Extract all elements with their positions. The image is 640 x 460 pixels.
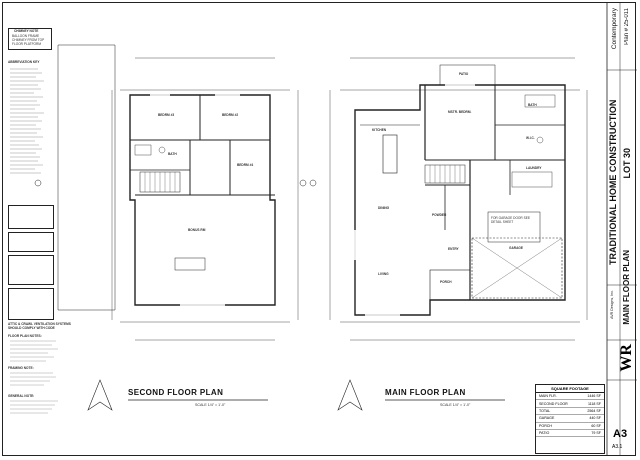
note-box-2 [8, 232, 54, 252]
sheet-title: MAIN FLOOR PLAN [622, 250, 631, 325]
square-footage-label: SECOND FLOOR [539, 401, 568, 406]
plan-number: Plan # 25-011 [624, 8, 630, 45]
room-bedroom-2: BEDRM #2 [222, 113, 239, 117]
chimney-note-box [8, 28, 52, 50]
square-footage-row: MAIN FLR. 1446 SF [536, 393, 604, 401]
north-arrow-left [87, 379, 113, 411]
second-floor-scale: SCALE 1/4" = 1'-0" [195, 403, 226, 407]
room-master-bath: BATH [528, 103, 537, 107]
second-floor-plan [34, 44, 317, 341]
note-box-4 [8, 288, 54, 320]
room-master-bedroom: MSTR. BEDRM. [448, 110, 472, 114]
square-footage-value: 79 SF [591, 431, 601, 436]
sheet-border [2, 2, 636, 456]
square-footage-row: GARAGE 440 SF [536, 415, 604, 423]
square-footage-row: TOTAL 2564 SF [536, 408, 604, 416]
framing-note-header: FRAMING NOTE: [8, 366, 34, 370]
square-footage-value: 440 SF [589, 416, 601, 421]
square-footage-row: SECOND FLOOR 1118 SF [536, 400, 604, 408]
room-bedroom-4: BEDRM #4 [237, 163, 254, 167]
firm-logo: WR [618, 344, 635, 372]
north-arrow-right [337, 379, 363, 411]
square-footage-row: PATIO 79 SF [536, 430, 604, 438]
room-wic: W.I.C. [526, 136, 535, 140]
room-patio: PATIO [459, 72, 469, 76]
garage-note: FOR GARAGE DOOR SEE DETAIL SHEET [491, 216, 530, 224]
room-laundry: LAUNDRY [526, 166, 542, 170]
room-dining: DINING [378, 206, 390, 210]
room-living: LIVING [378, 272, 389, 276]
chimney-note-header: CHIMNEY NOTE [14, 29, 39, 33]
square-footage-rows: MAIN FLR. 1446 SF SECOND FLOOR 1118 SF TOTAL… [536, 393, 604, 438]
room-bath: BATH [168, 152, 177, 156]
floor-plan-notes-header: FLOOR PLAN NOTES: [8, 334, 42, 338]
square-footage-value: 2564 SF [587, 408, 601, 413]
general-note-header: GENERAL NOTE: [8, 394, 35, 398]
lot-number: LOT 30 [622, 148, 632, 179]
square-footage-value: 1446 SF [587, 394, 601, 399]
abbrev-header: ABBREVIATION KEY [8, 60, 40, 64]
style-label: Contemporary [611, 8, 618, 50]
note-box-1 [8, 205, 54, 229]
room-kitchen: KITCHEN [372, 128, 387, 132]
room-bedroom-3: BEDRM #3 [158, 113, 175, 117]
sheet-number: A3 [613, 428, 628, 440]
square-footage-value: 1118 SF [587, 401, 601, 406]
chimney-note-text: BALLOON FRAME CHIMNEY FROM TOP FLOOR PLA… [12, 34, 45, 46]
square-footage-row: PORCH 60 SF [536, 423, 604, 430]
sheet-number-small: A3.1 [612, 444, 623, 450]
main-floor-plan-title: MAIN FLOOR PLAN [385, 388, 466, 397]
square-footage-label: PORCH [539, 423, 552, 428]
square-footage-value: 60 SF [591, 423, 601, 428]
second-floor-plan-title: SECOND FLOOR PLAN [128, 388, 224, 397]
room-powder: POWDER [432, 213, 447, 217]
square-footage-header: SQUARE FOOTAGE [536, 385, 604, 393]
note-box-3 [8, 255, 54, 285]
abbrev-list-lines [10, 68, 44, 174]
firm-caption: AVR Designs, Inc. [610, 290, 614, 319]
square-footage-label: GARAGE [539, 416, 555, 421]
room-porch: PORCH [440, 280, 452, 284]
vent-note: ATTIC & CRAWL VENTILATION SYSTEMS SHOULD… [8, 322, 71, 330]
room-bonus: BONUS RM [188, 228, 206, 232]
main-floor-plan [329, 57, 588, 341]
square-footage-label: PATIO [539, 431, 550, 436]
room-garage: GARAGE [509, 246, 523, 250]
room-entry: ENTRY [448, 247, 459, 251]
square-footage-label: MAIN FLR. [539, 394, 557, 399]
square-footage-label: TOTAL [539, 408, 551, 413]
main-floor-scale: SCALE 1/4" = 1'-0" [440, 403, 471, 407]
notes-text-lines [10, 340, 58, 414]
project-title: TRADITIONAL HOME CONSTRUCTION [608, 99, 618, 265]
